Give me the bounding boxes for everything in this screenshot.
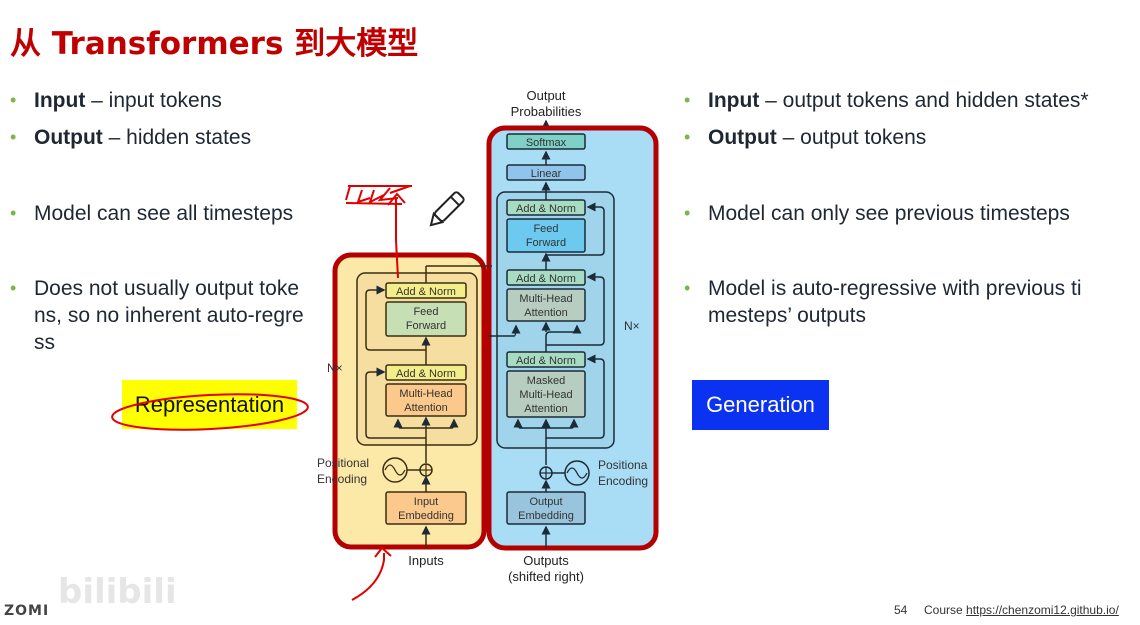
left-bullet-autoregress: Does not usually output tokens, so no in… <box>10 275 304 356</box>
encoder-add-norm-1-label: Add & Norm <box>396 286 456 298</box>
encoder-add-icon <box>419 463 433 477</box>
masked-label-2: Multi-Head <box>519 389 572 401</box>
encoder-nx-label: N× <box>327 361 343 375</box>
red-annotation-scribble <box>345 185 412 601</box>
encoder-feed-forward <box>385 301 467 337</box>
softmax-label: Softmax <box>526 137 567 149</box>
encoder-add-norm-1 <box>385 282 467 299</box>
encoder-positional-label-2: Encoding <box>317 472 367 486</box>
slide-title: 从 Transformers 到大模型 <box>10 26 419 62</box>
pencil-icon <box>429 191 465 227</box>
decoder-mha-label: Multi-Head <box>519 293 572 305</box>
input-embedding-label-2: Embedding <box>398 510 454 522</box>
course-label: Course <box>924 603 963 617</box>
decoder-block <box>486 125 659 551</box>
decoder-add-norm-1-label: Add & Norm <box>516 203 576 215</box>
right-bullet-input: Input – output tokens and hidden states* <box>684 87 1089 114</box>
decoder-feed-forward-label: Feed <box>533 223 558 235</box>
decoder-add-norm-3-label: Add & Norm <box>516 355 576 367</box>
input-embedding <box>385 491 467 525</box>
encoder-add-norm-2 <box>385 364 467 381</box>
outputs-shifted-label: (shifted right) <box>508 569 584 584</box>
input-embedding-label: Input <box>414 496 438 508</box>
decoder-add-norm-2-label: Add & Norm <box>516 273 576 285</box>
linear-box <box>506 164 586 181</box>
left-bullet-input: Input – input tokens <box>10 87 222 114</box>
left-bullet-timesteps: Model can see all timesteps <box>10 200 293 227</box>
decoder-add-icon <box>539 466 553 480</box>
generation-tag: Generation <box>692 380 829 430</box>
outputs-label: Outputs <box>523 553 569 568</box>
decoder-add-norm-2 <box>506 269 586 286</box>
masked-label-3: Attention <box>524 403 567 415</box>
encoder-positional-label: Positional <box>317 456 369 470</box>
decoder-feed-forward <box>506 218 586 253</box>
encoder-nx-container <box>356 272 478 446</box>
encoder-block <box>332 252 487 550</box>
page-number: 54 <box>894 603 908 617</box>
right-bullet-output: Output – output tokens <box>684 124 926 151</box>
output-embedding-label: Output <box>529 496 562 508</box>
masked-label: Masked <box>527 375 566 387</box>
decoder-masked-attention <box>506 370 586 418</box>
decoder-nx-label: N× <box>624 319 640 333</box>
representation-tag: Representation <box>122 380 297 429</box>
encoder-mha-label-2: Attention <box>404 402 447 414</box>
bilibili-watermark: bilibili <box>58 572 177 612</box>
decoder-positional-label-2: Encoding <box>598 474 648 488</box>
zomi-logo: ZOMI <box>4 603 50 619</box>
course-link[interactable]: https://chenzomi12.github.io/ <box>966 603 1119 617</box>
encoder-feed-forward-label-2: Forward <box>406 320 446 332</box>
right-bullet-timesteps: Model can only see previous timesteps <box>684 200 1070 227</box>
decoder-add-norm-1 <box>506 199 586 216</box>
right-bullet-autoregressive: Model is auto-regressive with previous t… <box>684 275 1082 329</box>
encoder-mha-label: Multi-Head <box>399 388 452 400</box>
output-probabilities-label: Output <box>526 88 565 103</box>
output-embedding-label-2: Embedding <box>518 510 574 522</box>
encoder-feed-forward-label: Feed <box>413 306 438 318</box>
softmax-box <box>506 133 586 150</box>
encoder-multi-head-attention <box>385 383 467 417</box>
decoder-nx-container <box>496 191 615 449</box>
linear-label: Linear <box>531 168 562 180</box>
decoder-add-norm-3 <box>506 351 586 368</box>
left-bullet-output: Output – hidden states <box>10 124 251 151</box>
output-probabilities-label-2: Probabilities <box>511 104 582 119</box>
decoder-multi-head-attention <box>506 288 586 322</box>
encoder-add-norm-2-label: Add & Norm <box>396 368 456 380</box>
decoder-positional-encoding-icon <box>564 460 590 486</box>
inputs-label: Inputs <box>408 553 444 568</box>
decoder-positional-label: Positiona <box>598 458 648 472</box>
decoder-feed-forward-label-2: Forward <box>526 237 566 249</box>
output-embedding <box>506 491 586 525</box>
course-footer: Course https://chenzomi12.github.io/ <box>924 603 1119 617</box>
decoder-mha-label-2: Attention <box>524 307 567 319</box>
encoder-positional-encoding-icon <box>382 457 408 483</box>
